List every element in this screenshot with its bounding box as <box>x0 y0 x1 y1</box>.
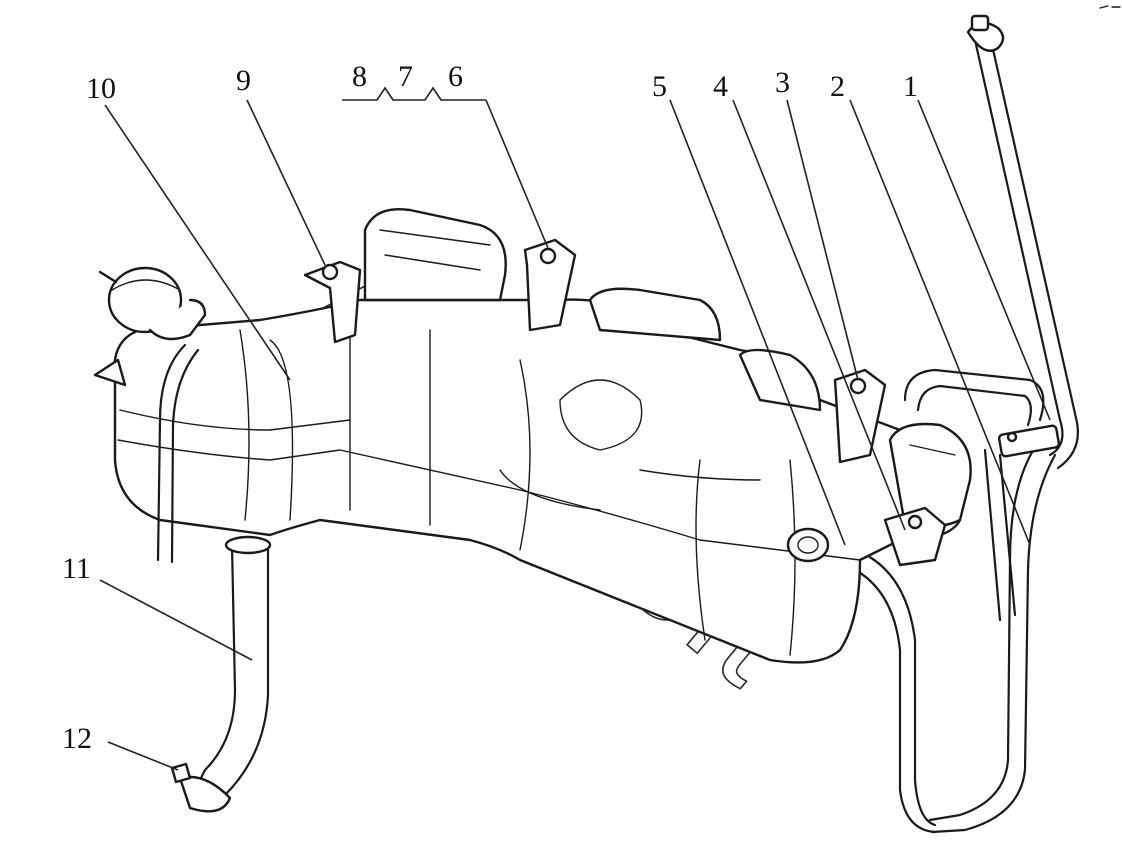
callout-5: 5 <box>652 70 667 103</box>
bracket-9 <box>303 260 362 344</box>
callout-10: 10 <box>86 72 116 105</box>
leader-12 <box>107 741 179 771</box>
leader-2 <box>849 99 1031 546</box>
leader-6 <box>485 99 549 249</box>
callout-2: 2 <box>830 70 845 103</box>
leader-1 <box>917 99 1051 421</box>
filler-cap <box>93 266 207 387</box>
leader-3 <box>786 99 859 381</box>
callout-7: 7 <box>398 60 413 93</box>
return-hose <box>828 368 1061 834</box>
leader-6-7-8-bracket <box>342 86 486 101</box>
callout-1: 1 <box>903 70 918 103</box>
callout-3: 3 <box>775 66 790 99</box>
callout-8: 8 <box>352 60 367 93</box>
callout-12: 12 <box>62 722 92 755</box>
left-vent-tube <box>156 343 200 564</box>
bracket-lower-right <box>883 506 947 567</box>
callout-6: 6 <box>448 60 463 93</box>
leader-4 <box>732 99 906 531</box>
outlet-fitting <box>786 527 830 563</box>
vent-pipe <box>966 14 1079 470</box>
bracket-6 <box>523 238 577 332</box>
callout-4: 4 <box>713 70 728 103</box>
leader-10 <box>104 104 291 381</box>
callout-11: 11 <box>62 552 91 585</box>
lower-hose <box>170 535 272 813</box>
leader-11 <box>99 579 253 661</box>
tank-body <box>113 298 967 664</box>
corner-mark <box>1099 5 1121 9</box>
leader-5 <box>669 99 846 546</box>
callouts: 1 2 3 4 5 6 7 8 9 10 11 12 <box>62 60 918 755</box>
leader-lines <box>99 86 1051 771</box>
callout-9: 9 <box>236 64 251 97</box>
leader-9 <box>246 99 326 266</box>
